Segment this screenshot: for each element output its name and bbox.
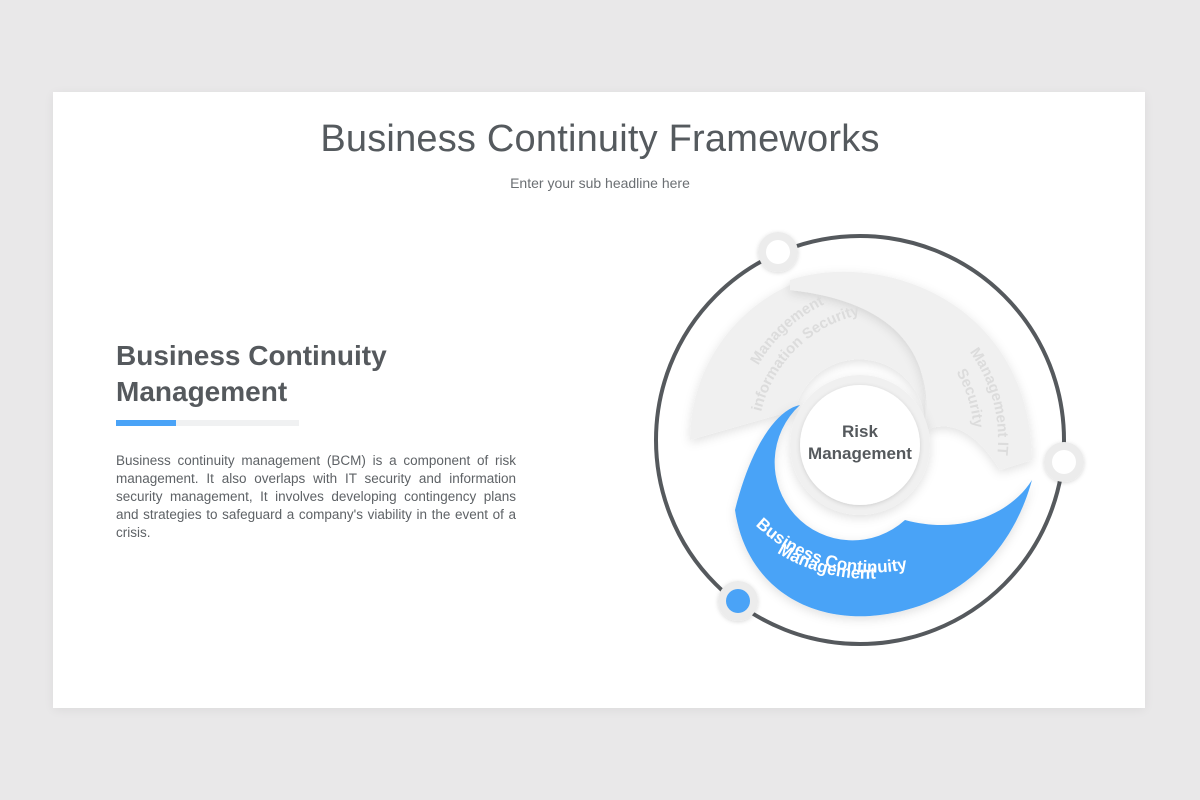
section-heading: Business Continuity Management <box>116 338 536 410</box>
heading-underline-track <box>116 420 299 426</box>
section-heading-line1: Business Continuity <box>116 340 387 371</box>
outer-ring <box>654 234 1066 646</box>
marker-dot-bottom-active[interactable] <box>718 581 758 621</box>
page-title: Business Continuity Frameworks <box>320 118 880 160</box>
section-heading-line2: Management <box>116 376 288 407</box>
center-label-line2: Management <box>808 444 912 463</box>
segment-information-security[interactable] <box>690 282 926 440</box>
section-body-text: Business continuity management (BCM) is … <box>116 453 516 540</box>
segment-it-security[interactable] <box>790 271 1032 470</box>
heading-underline-accent <box>116 420 177 426</box>
marker-dot-right[interactable] <box>1044 442 1084 482</box>
center-label-line1: Risk <box>842 422 878 441</box>
page-subtitle: Enter your sub headline here <box>510 175 690 191</box>
segment-business-continuity[interactable] <box>735 405 1032 617</box>
center-circle[interactable] <box>800 385 920 505</box>
marker-dot-top[interactable] <box>758 232 798 272</box>
